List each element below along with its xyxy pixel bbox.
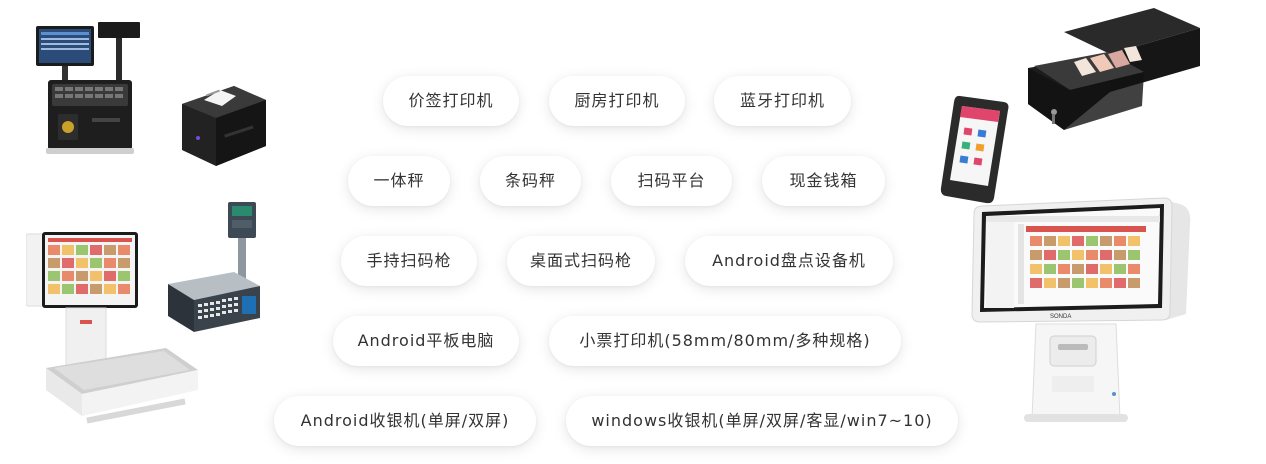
tag-receipt-printer[interactable]: 小票打印机(58mm/80mm/多种规格) (549, 316, 901, 366)
barcode-scale-image (164, 200, 264, 340)
tag-price-label-printer[interactable]: 价签打印机 (383, 76, 519, 126)
smart-scale-image (26, 230, 204, 425)
cash-drawer-image (1024, 6, 1204, 134)
tag-handheld-scanner[interactable]: 手持扫码枪 (341, 236, 477, 286)
handheld-pda-image (938, 94, 1012, 206)
tag-cash-drawer[interactable]: 现金钱箱 (762, 156, 885, 206)
tag-bluetooth-printer[interactable]: 蓝牙打印机 (714, 76, 851, 126)
receipt-printer-image (176, 80, 271, 170)
tag-android-tablet[interactable]: Android平板电脑 (333, 316, 519, 366)
tag-windows-pos[interactable]: windows收银机(单屏/双屏/客显/win7~10) (566, 396, 958, 446)
tag-integrated-scale[interactable]: 一体秤 (348, 156, 450, 206)
pos-register-image: SONDA (968, 194, 1198, 429)
tag-android-inventory-device[interactable]: Android盘点设备机 (685, 236, 893, 286)
tag-kitchen-printer[interactable]: 厨房打印机 (549, 76, 685, 126)
tag-scan-platform[interactable]: 扫码平台 (611, 156, 732, 206)
brand-label: SONDA (1050, 314, 1071, 320)
pos-terminal-image (30, 14, 145, 156)
tag-android-pos[interactable]: Android收银机(单屏/双屏) (274, 396, 536, 446)
tag-barcode-scale[interactable]: 条码秤 (480, 156, 581, 206)
tag-desktop-scanner[interactable]: 桌面式扫码枪 (507, 236, 655, 286)
